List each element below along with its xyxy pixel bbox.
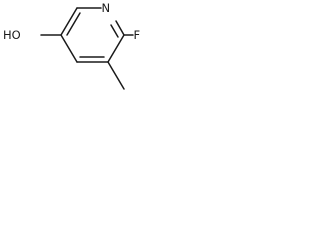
bond-n-c2	[115, 20, 125, 36]
bond-c4-c5	[60, 34, 78, 63]
bond-n-c2-inner	[110, 24, 119, 38]
bond-c3-methyl	[107, 61, 125, 90]
nitrogen-atom-label: N	[102, 1, 111, 15]
bond-c2-c3	[107, 34, 125, 63]
bond-c5-c6-inner	[66, 12, 81, 36]
chemical-structure: N F HO	[3, 1, 141, 90]
hydroxyl-group-label: HO	[3, 28, 21, 42]
bond-c5-c6	[60, 7, 78, 36]
fluorine-atom-label: F	[134, 28, 141, 42]
